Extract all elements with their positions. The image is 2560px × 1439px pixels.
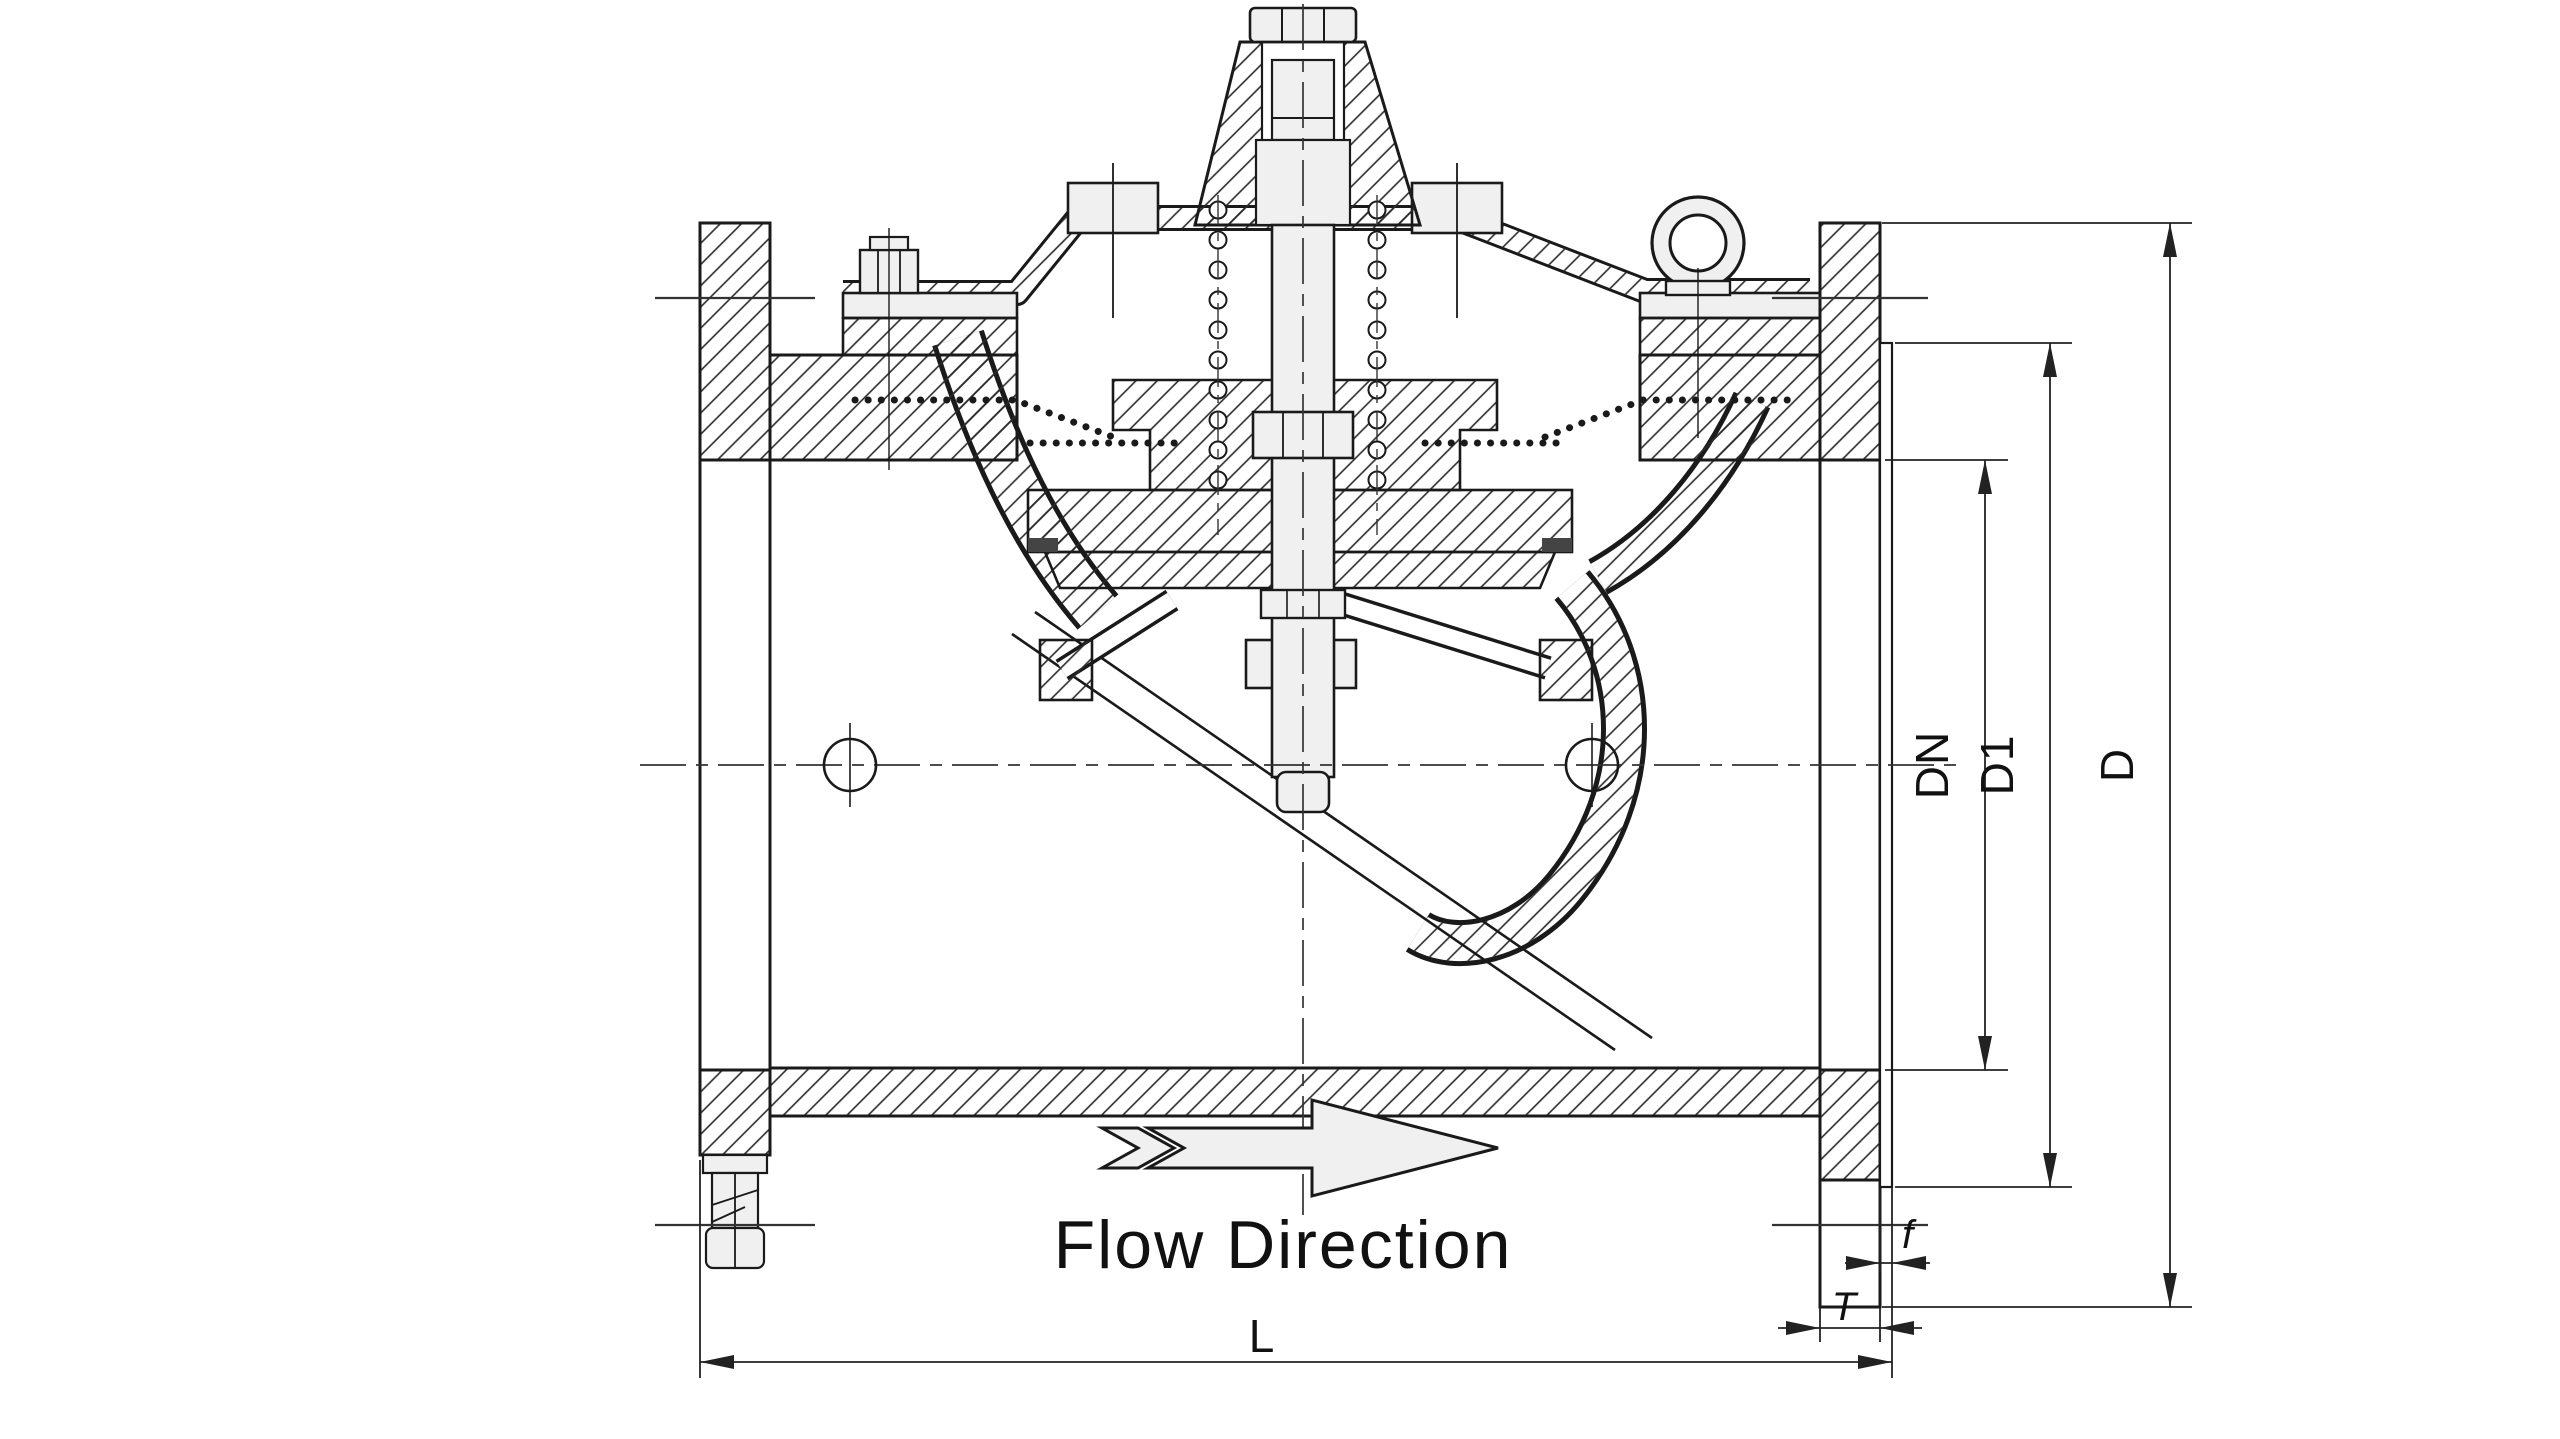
label-d1: D1 [1971,735,2023,796]
pipe-wall-top-left [768,353,1019,462]
dimension-d1 [1895,342,2072,1188]
body-port-circles [822,723,1620,807]
cover-ear-right [1638,291,1822,357]
centerlines [640,4,1965,1227]
flow-direction-arrow-icon [1096,1098,1499,1198]
body-s-passage-wall [1405,570,1647,966]
dimension-l [699,1160,1893,1378]
guide-ring-left [1038,638,1094,702]
pipe-wall-top-right [1638,353,1822,462]
flange-left [698,221,772,1270]
guide-ring-right [1538,638,1594,702]
dimension-t [1778,1307,1922,1342]
diaphragm-membrane [851,396,1802,447]
label-dn: DN [1906,731,1958,799]
dimension-dn [1885,459,2008,1071]
seal-ring-right [1542,538,1572,552]
flow-direction-label: Flow Direction [1054,1207,1513,1283]
dimension-lines [699,222,2192,1378]
partition-diagonal-line-2 [1011,632,1616,1052]
label-d: D [2091,748,2143,782]
partition-diagonal-line [1034,610,1653,1040]
eyebolt-icon [1650,195,1746,438]
flange-bolt-left [701,1153,769,1270]
dimension-f [1845,1187,1930,1272]
dimension-d [1882,222,2192,1308]
label-l: L [1249,1310,1276,1362]
valve-body [768,329,1822,1118]
label-t: T [1832,1285,1859,1329]
cover-ear-left [841,228,1019,470]
seal-ring-left [1028,538,1058,552]
